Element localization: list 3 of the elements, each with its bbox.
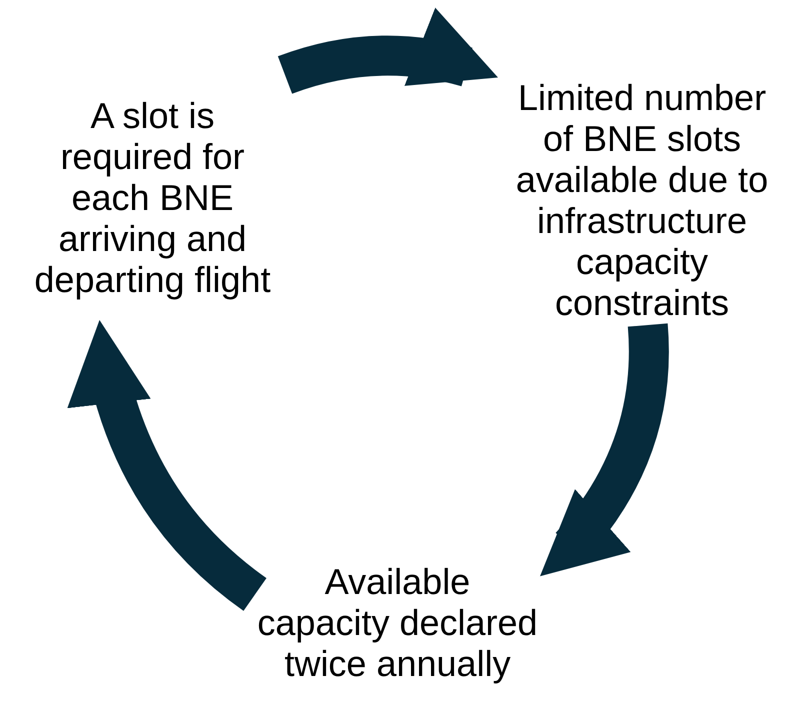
cycle-step-text: Limited number of BNE slots available due to infrastructure capacity constraints [514,77,770,323]
cycle-step-text: Available capacity declared twice annually [256,561,539,684]
cycle-step-text: A slot is required for each BNE arriving and departing flight [33,95,272,300]
